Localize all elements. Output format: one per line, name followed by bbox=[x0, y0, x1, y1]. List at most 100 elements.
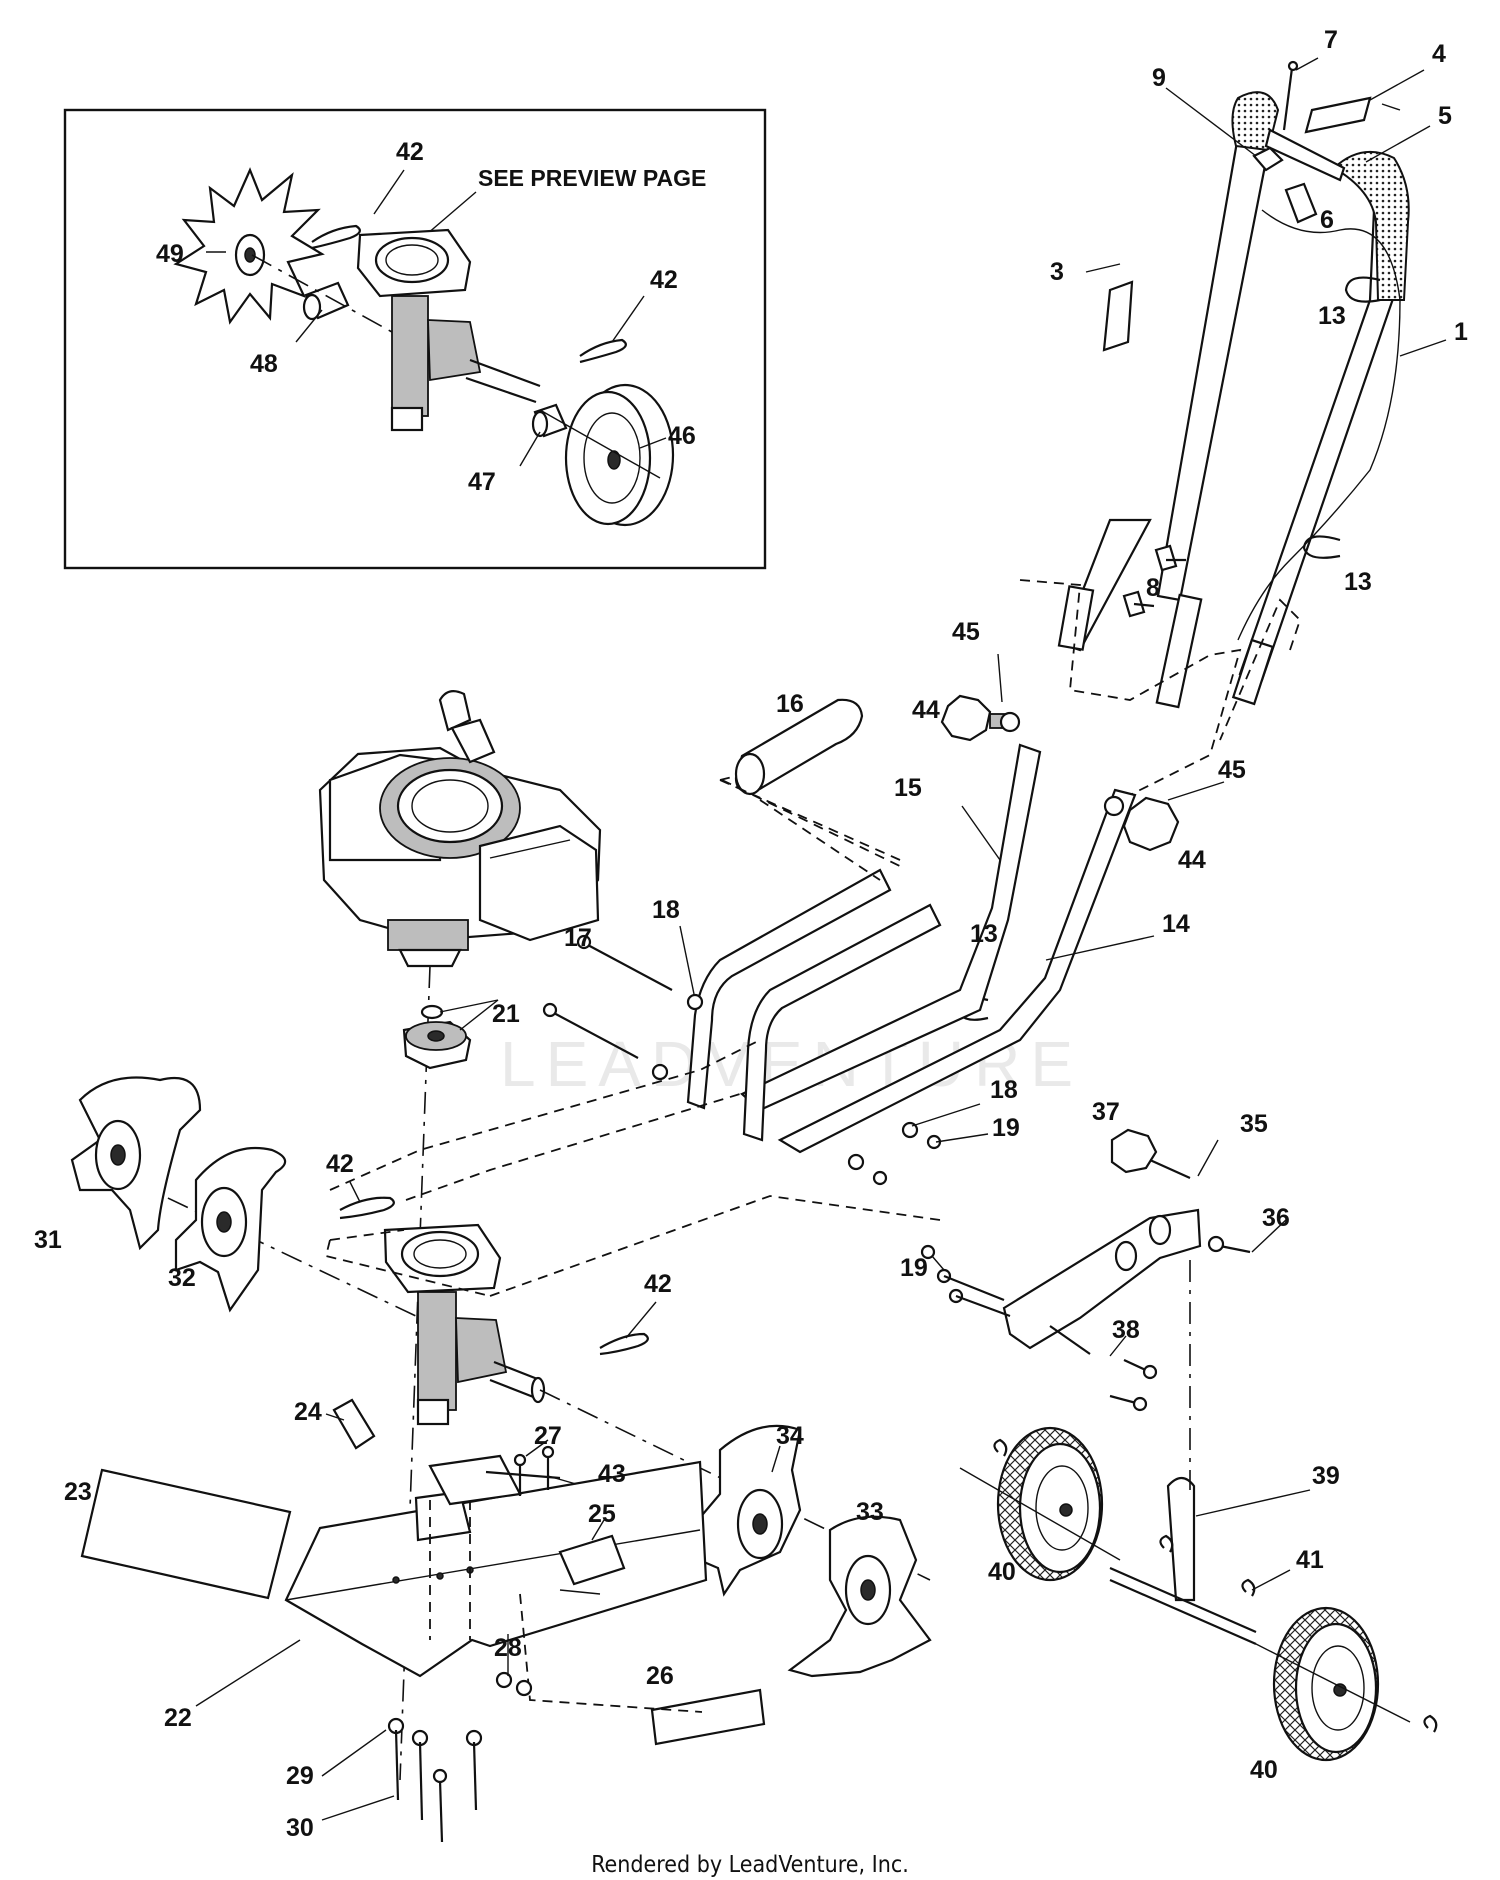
engine bbox=[318, 689, 602, 1781]
decal-23 bbox=[80, 1468, 292, 1600]
tine-shield-22 bbox=[284, 1460, 708, 1678]
decal-26-leader bbox=[519, 1593, 703, 1713]
leader-lines bbox=[195, 57, 1447, 1821]
label-25: 25 bbox=[588, 1500, 616, 1528]
depth-bar-35 bbox=[1002, 1208, 1251, 1350]
label-21: 21 bbox=[492, 1000, 520, 1028]
label-40a: 40 bbox=[988, 1558, 1016, 1586]
tine-32 bbox=[174, 1146, 287, 1313]
label-35: 35 bbox=[1240, 1110, 1268, 1138]
label-40b: 40 bbox=[1250, 1756, 1278, 1784]
inset-hairpin-42a bbox=[311, 224, 361, 250]
carriage-bolts-8 bbox=[1122, 544, 1186, 618]
label-19b: 19 bbox=[900, 1254, 928, 1282]
label-24: 24 bbox=[294, 1398, 322, 1426]
label-46: 46 bbox=[668, 422, 696, 450]
label-42c: 42 bbox=[326, 1150, 354, 1178]
label-18b: 18 bbox=[990, 1076, 1018, 1104]
label-7: 7 bbox=[1324, 26, 1338, 54]
label-19a: 19 bbox=[992, 1114, 1020, 1142]
label-1: 1 bbox=[1454, 318, 1468, 346]
label-16: 16 bbox=[776, 690, 804, 718]
inset-box: SEE PREVIEW PAGE bbox=[63, 108, 767, 570]
label-14: 14 bbox=[1162, 910, 1190, 938]
decal-26 bbox=[650, 1688, 766, 1746]
decal-4 bbox=[1304, 96, 1372, 134]
label-30: 30 bbox=[286, 1814, 314, 1842]
label-23: 23 bbox=[64, 1478, 92, 1506]
label-13c: 13 bbox=[970, 920, 998, 948]
label-41: 41 bbox=[1296, 1546, 1324, 1574]
decal-25 bbox=[558, 1534, 626, 1586]
label-13b: 13 bbox=[1344, 568, 1372, 596]
label-49: 49 bbox=[156, 240, 184, 268]
label-26: 26 bbox=[646, 1662, 674, 1690]
inset-tine-49 bbox=[173, 167, 325, 325]
label-9: 9 bbox=[1152, 64, 1166, 92]
label-8: 8 bbox=[1146, 574, 1160, 602]
knob-44b bbox=[1103, 795, 1180, 852]
footer-credit: Rendered by LeadVenture, Inc. bbox=[591, 1852, 909, 1878]
label-3: 3 bbox=[1050, 258, 1064, 286]
label-34: 34 bbox=[776, 1422, 804, 1450]
label-44b: 44 bbox=[1178, 846, 1206, 874]
label-43: 43 bbox=[598, 1460, 626, 1488]
bracket-outline bbox=[329, 1039, 761, 1191]
grip-16 bbox=[721, 698, 905, 869]
label-45b: 45 bbox=[1218, 756, 1246, 784]
main-gearbox bbox=[129, 1179, 931, 1581]
label-45a: 45 bbox=[952, 618, 980, 646]
wheel-40b bbox=[1255, 1606, 1438, 1762]
plate-43 bbox=[428, 1445, 601, 1595]
label-44a: 44 bbox=[912, 696, 940, 724]
label-15: 15 bbox=[894, 774, 922, 802]
label-42b: 42 bbox=[650, 266, 678, 294]
label-29: 29 bbox=[286, 1762, 314, 1790]
bracket-outline-2 bbox=[405, 1093, 741, 1201]
wheel-40a bbox=[959, 1426, 1121, 1582]
label-32: 32 bbox=[168, 1264, 196, 1292]
clip-13b bbox=[1302, 535, 1341, 559]
part-labels: 1 3 4 5 6 7 8 9 13 13 13 14 15 16 17 18 … bbox=[34, 26, 1468, 1842]
inset-wheel-46 bbox=[539, 383, 675, 527]
label-22: 22 bbox=[164, 1704, 192, 1732]
tine-31 bbox=[70, 1076, 202, 1251]
inset-hairpin-42b bbox=[579, 338, 627, 364]
clip-13a bbox=[1344, 276, 1381, 303]
adapter-21 bbox=[402, 1004, 472, 1070]
label-4: 4 bbox=[1432, 40, 1446, 68]
label-31: 31 bbox=[34, 1226, 62, 1254]
label-39: 39 bbox=[1312, 1462, 1340, 1490]
switch-assembly bbox=[1252, 60, 1318, 224]
label-17: 17 bbox=[564, 924, 592, 952]
label-47: 47 bbox=[468, 468, 496, 496]
hairpin-42d bbox=[599, 1332, 649, 1356]
label-5: 5 bbox=[1438, 102, 1452, 130]
decal-3 bbox=[1102, 280, 1134, 352]
fasteners-bottom bbox=[387, 1671, 533, 1843]
label-28: 28 bbox=[494, 1634, 522, 1662]
lower-handle bbox=[686, 743, 1137, 1154]
hairpin-42c bbox=[339, 1196, 395, 1220]
label-48: 48 bbox=[250, 350, 278, 378]
inset-bushing-47 bbox=[531, 403, 568, 438]
tine-33 bbox=[787, 1515, 932, 1678]
decal-24 bbox=[332, 1398, 376, 1450]
handle-grip-right bbox=[1332, 151, 1410, 301]
label-37: 37 bbox=[1092, 1098, 1120, 1126]
label-13a: 13 bbox=[1318, 302, 1346, 330]
axle-39 bbox=[1109, 1260, 1257, 1646]
handle-assembly bbox=[1019, 91, 1410, 801]
knob-44a bbox=[940, 694, 1021, 742]
bracket-outline-3 bbox=[489, 1195, 941, 1297]
label-42d: 42 bbox=[644, 1270, 672, 1298]
label-36: 36 bbox=[1262, 1204, 1290, 1232]
inset-bushing-48 bbox=[251, 254, 393, 333]
label-38: 38 bbox=[1112, 1316, 1140, 1344]
label-6: 6 bbox=[1320, 206, 1334, 234]
clip-41 bbox=[1241, 1578, 1256, 1597]
knob-37 bbox=[1110, 1128, 1191, 1180]
bolts-17 bbox=[542, 934, 942, 1186]
label-27: 27 bbox=[534, 1422, 562, 1450]
